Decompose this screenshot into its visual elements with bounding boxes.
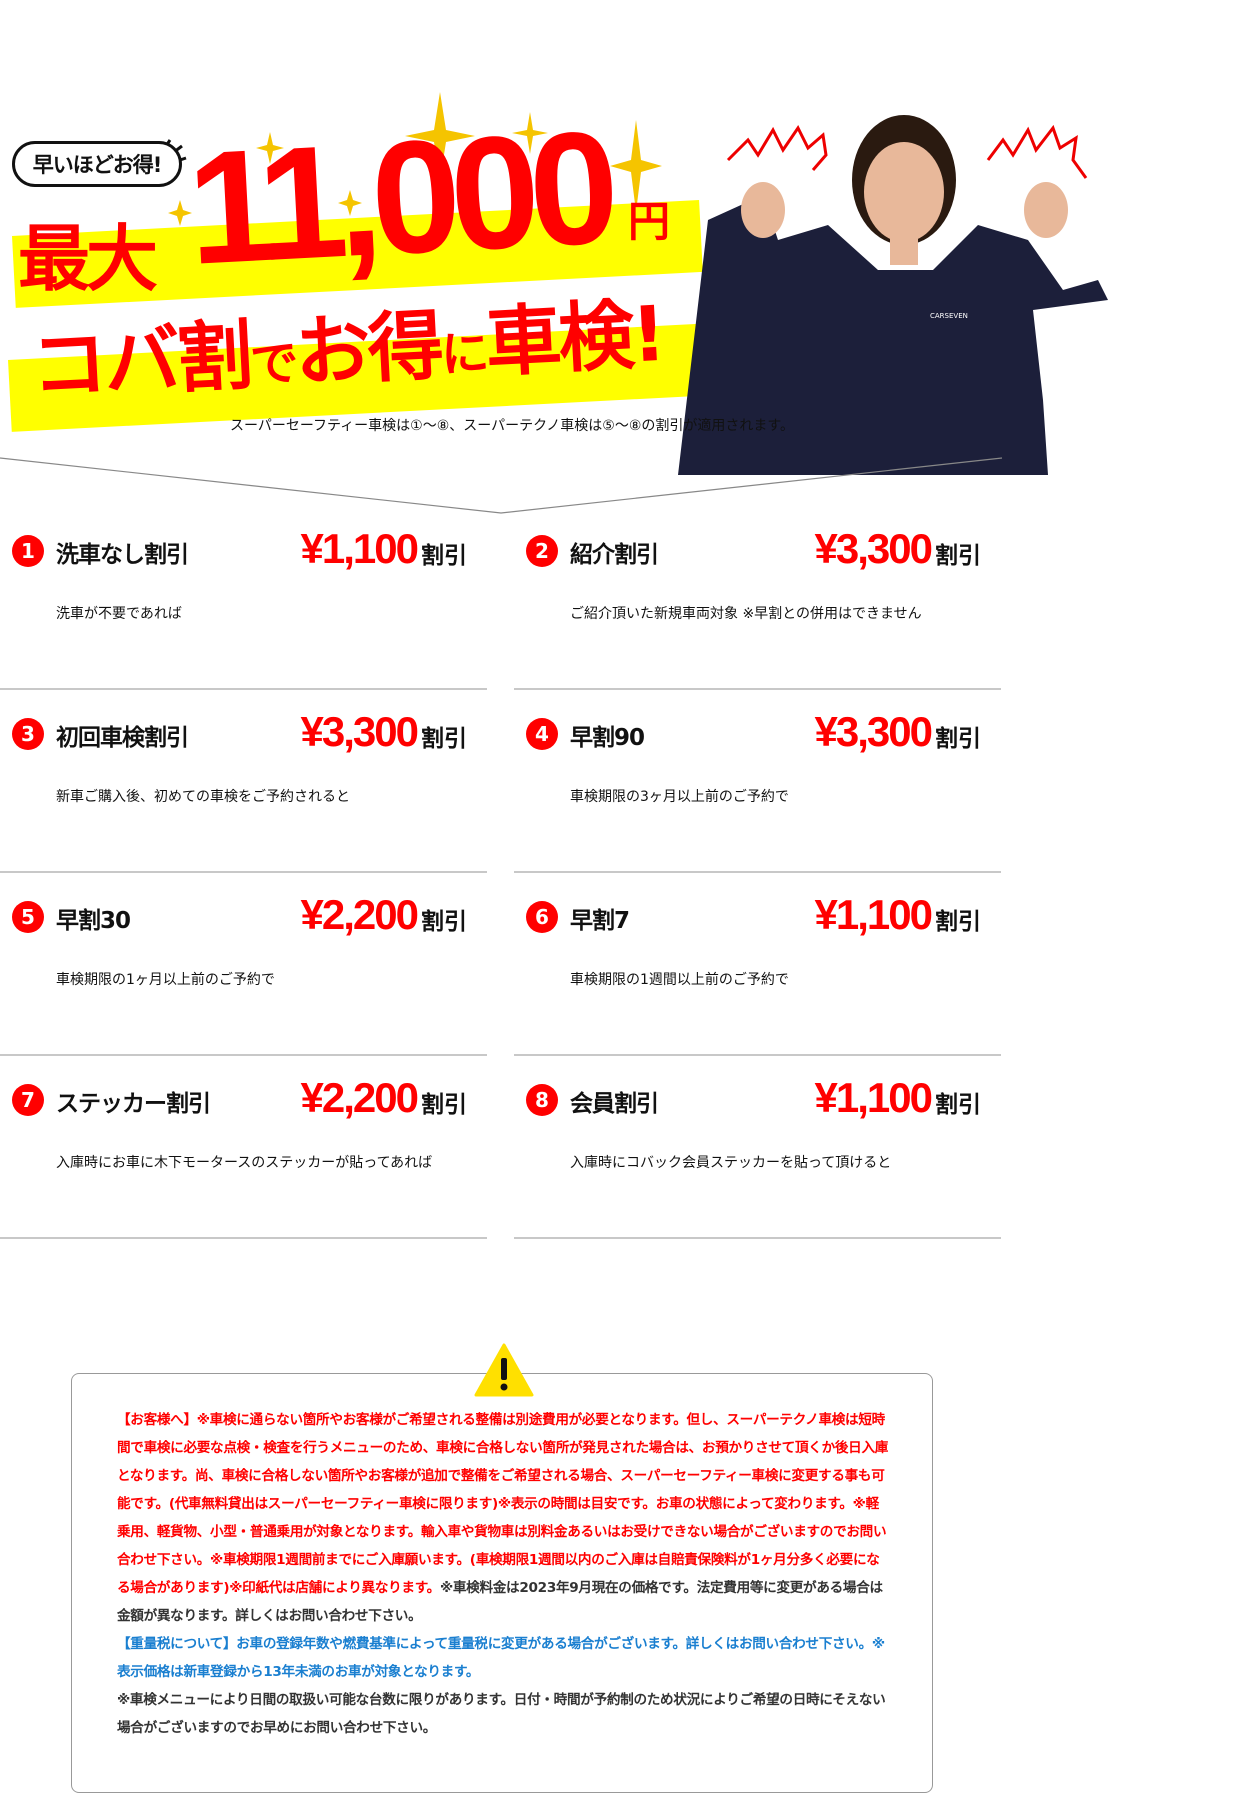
discount-suffix: 割引 <box>421 1092 467 1118</box>
chevron-divider <box>0 457 1003 514</box>
discount-title: 早割90 <box>570 725 645 751</box>
burst-icon <box>726 124 1088 179</box>
staff-photo: CARSEVEN <box>678 115 1108 475</box>
discount-suffix: 割引 <box>421 543 467 569</box>
number-badge: 7 <box>12 1084 44 1116</box>
headline-part: お得 <box>292 300 444 398</box>
headline-part: コバ割 <box>28 310 253 411</box>
svg-text:CARSEVEN: CARSEVEN <box>930 312 968 320</box>
early-bird-badge: 早いほどお得! <box>12 141 182 187</box>
discount-amount: ¥3,300 <box>814 525 933 572</box>
headline-part: 車検! <box>483 288 666 388</box>
discount-suffix: 割引 <box>935 909 981 935</box>
discount-desc: ご紹介頂いた新規車両対象 ※早割との併用はできません <box>570 606 922 622</box>
discount-title: 早割30 <box>56 908 131 934</box>
discount-amount: ¥3,300 <box>300 708 419 755</box>
headline-part: に <box>439 325 488 384</box>
discount-desc: 車検期限の1週間以上前のご予約で <box>570 972 789 988</box>
discount-desc: 車検期限の1ヶ月以上前のご予約で <box>56 972 275 988</box>
discount-title: 初回車検割引 <box>56 725 189 751</box>
discount-amount: ¥3,300 <box>814 708 933 755</box>
notice-price-date: ※車検料金は2023年9月現在の価格です。法定費用等に変更がある場合は金額が異な… <box>117 1580 883 1624</box>
discount-amount: ¥2,200 <box>300 891 419 938</box>
number-badge: 3 <box>12 718 44 750</box>
discount-amount: ¥2,200 <box>300 1074 419 1121</box>
notice-customer: 【お客様へ】※車検に通らない箇所やお客様がご希望される整備は別途費用が必要となり… <box>117 1412 889 1596</box>
number-badge: 2 <box>526 535 558 567</box>
discount-title: ステッカー割引 <box>56 1091 211 1117</box>
number-badge: 5 <box>12 901 44 933</box>
discount-title: 洗車なし割引 <box>56 542 189 568</box>
yen-label: 円 <box>628 197 671 246</box>
notice-capacity: ※車検メニューにより日間の取扱い可能な台数に限りがあります。日付・時間が予約制の… <box>117 1692 886 1736</box>
subtitle: スーパーセーフティー車検は①〜⑧、スーパーテクノ車検は⑤〜⑧の割引が適用されます… <box>230 418 795 434</box>
warning-icon <box>474 1343 534 1397</box>
discount-suffix: 割引 <box>935 543 981 569</box>
number-badge: 6 <box>526 901 558 933</box>
discount-amount: ¥1,100 <box>814 891 933 938</box>
discount-desc: 入庫時にコバック会員ステッカーを貼って頂けると <box>570 1155 892 1171</box>
discount-title: 会員割引 <box>570 1091 659 1117</box>
max-amount: 11,000 <box>183 97 613 298</box>
notice-text: 【お客様へ】※車検に通らない箇所やお客様がご希望される整備は別途費用が必要となり… <box>117 1406 889 1742</box>
number-badge: 4 <box>526 718 558 750</box>
discount-suffix: 割引 <box>421 726 467 752</box>
discount-title: 紹介割引 <box>570 542 659 568</box>
discount-suffix: 割引 <box>421 909 467 935</box>
number-badge: 8 <box>526 1084 558 1116</box>
discount-desc: 入庫時にお車に木下モータースのステッカーが貼ってあれば <box>56 1155 433 1171</box>
headline-part: で <box>249 335 297 394</box>
discount-desc: 新車ご購入後、初めての車検をご予約されると <box>56 789 350 805</box>
discount-desc: 車検期限の3ヶ月以上前のご予約で <box>570 789 789 805</box>
discount-amount: ¥1,100 <box>814 1074 933 1121</box>
max-label: 最大 <box>18 217 158 301</box>
discount-amount: ¥1,100 <box>300 525 419 572</box>
discount-suffix: 割引 <box>935 726 981 752</box>
notice-box: 【お客様へ】※車検に通らない箇所やお客様がご希望される整備は別途費用が必要となり… <box>71 1373 933 1793</box>
discount-suffix: 割引 <box>935 1092 981 1118</box>
discount-desc: 洗車が不要であれば <box>56 606 182 622</box>
number-badge: 1 <box>12 535 44 567</box>
notice-weight-tax: 【重量税について】お車の登録年数や燃費基準によって重量税に変更がある場合がござい… <box>117 1636 885 1680</box>
discount-title: 早割7 <box>570 908 630 934</box>
